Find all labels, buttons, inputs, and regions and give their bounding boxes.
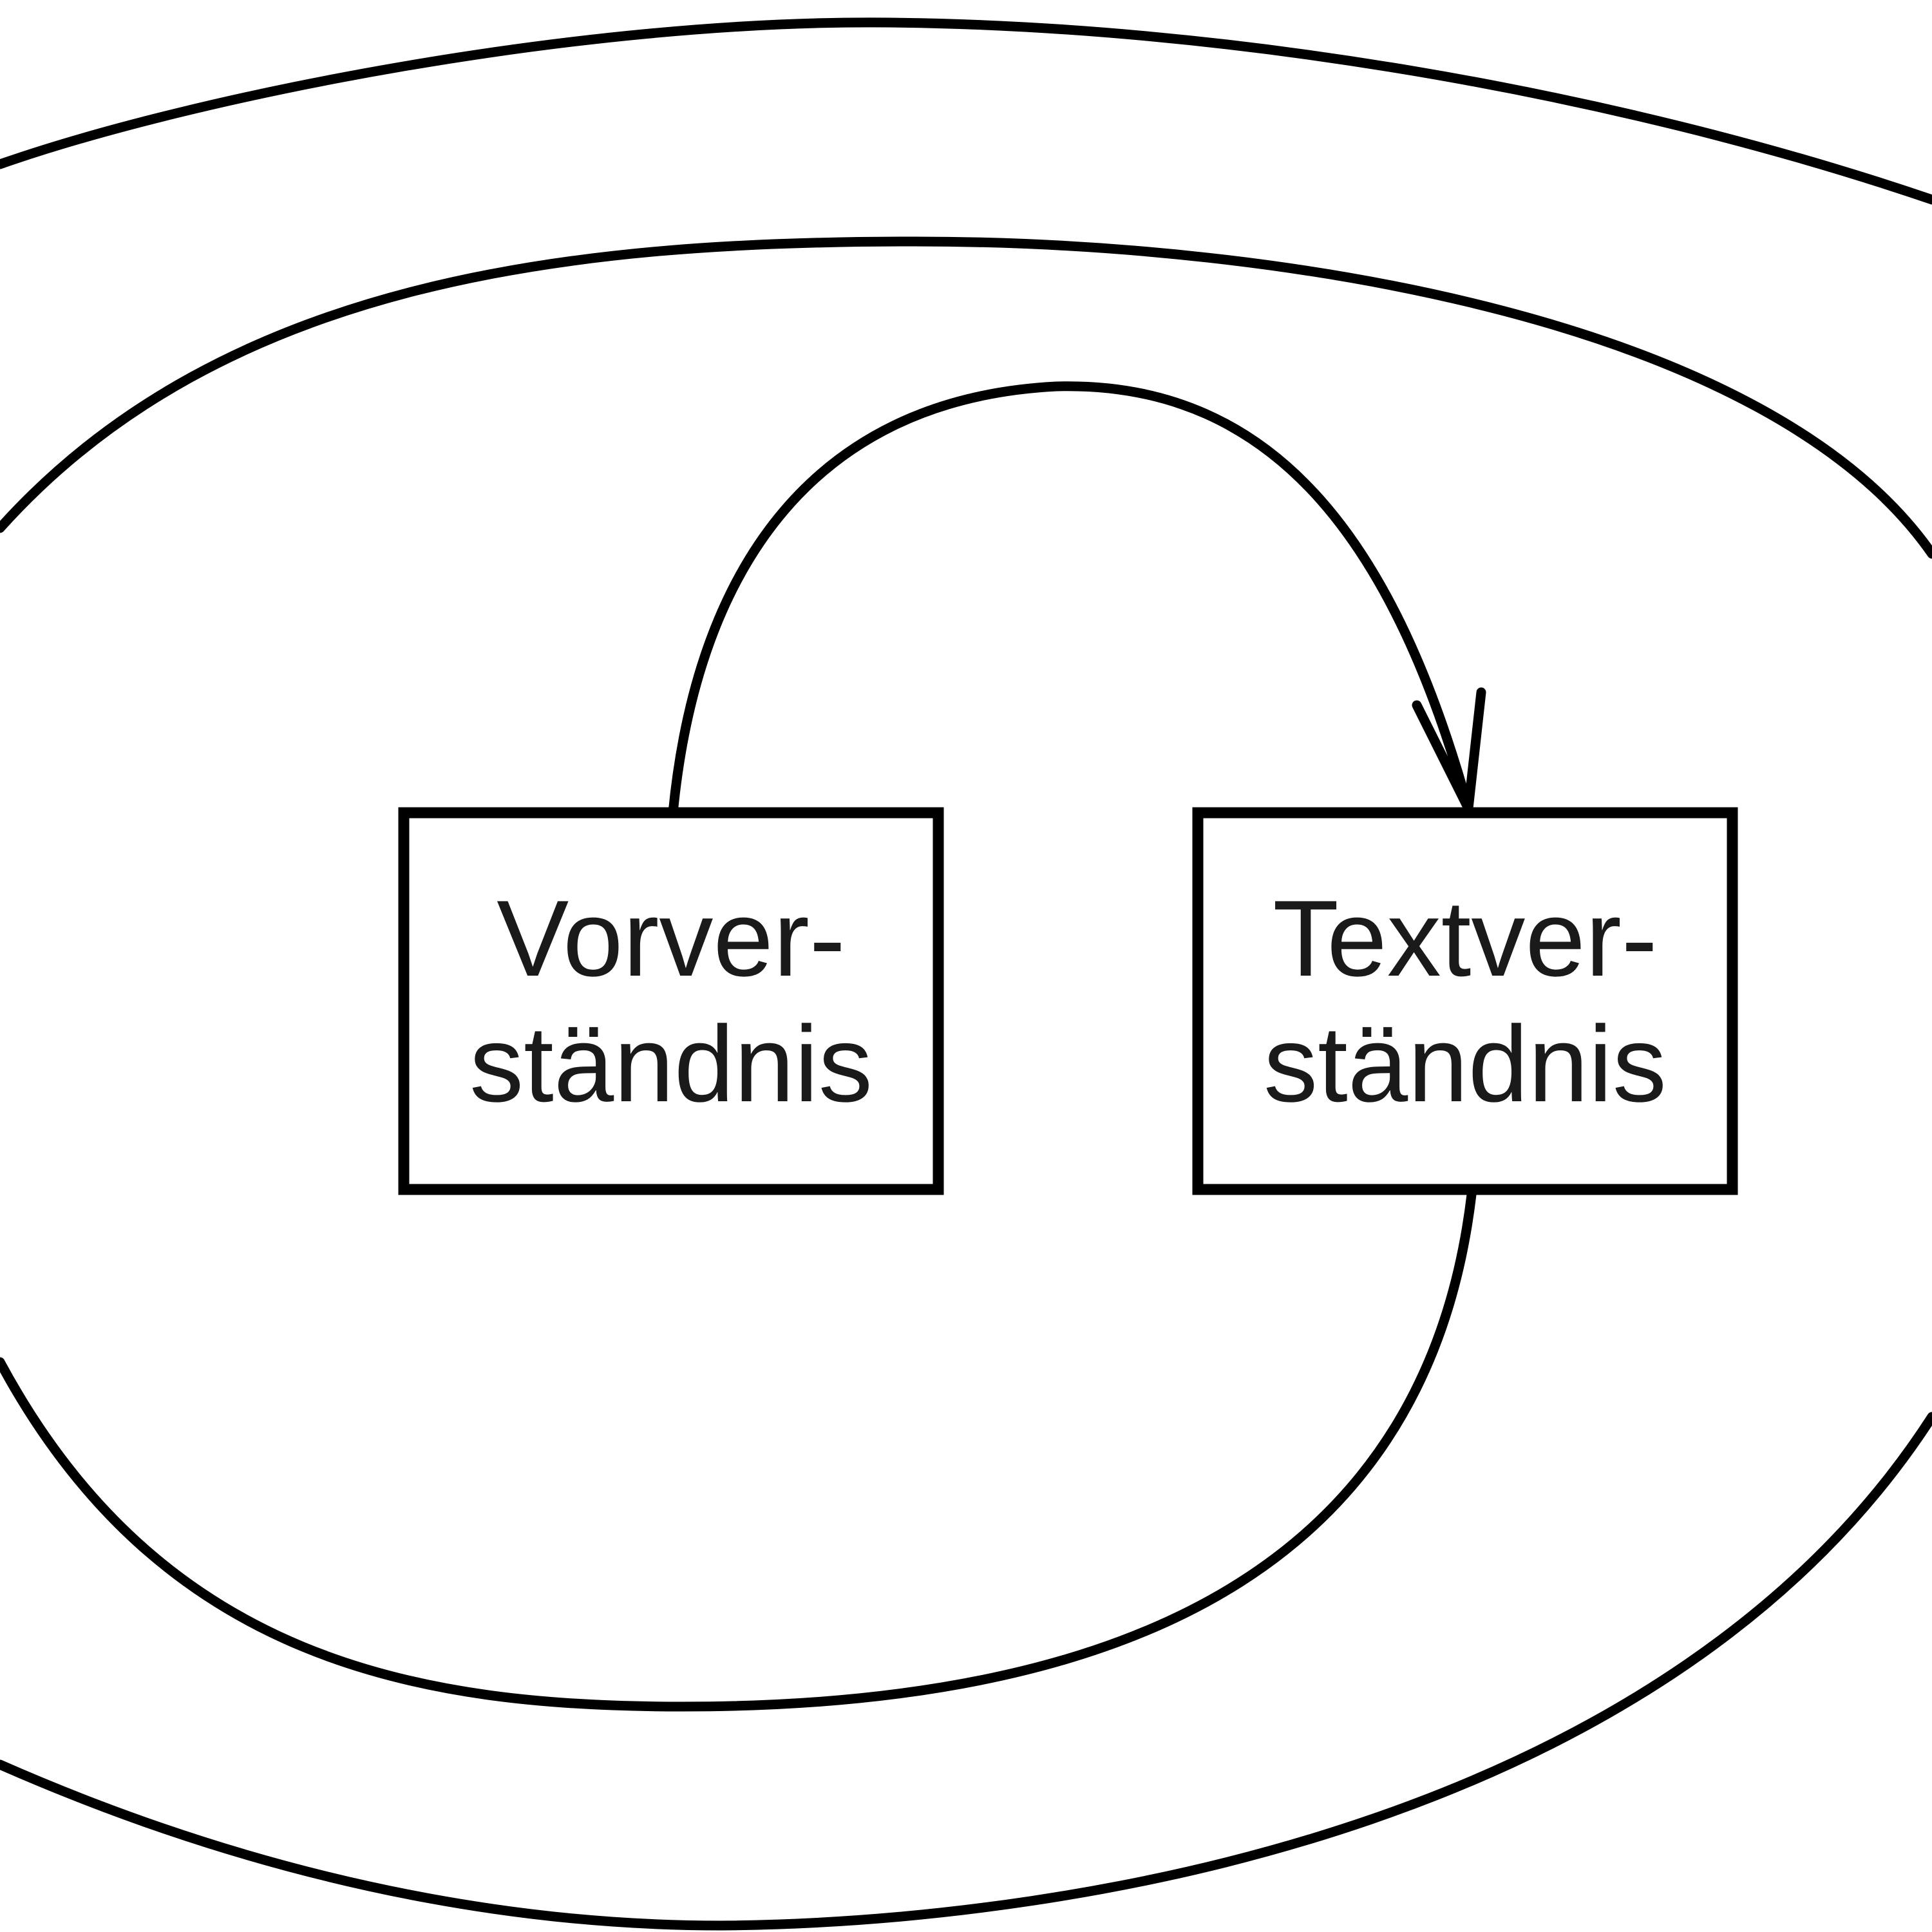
middle-loop-top xyxy=(0,236,1932,559)
outer-loop-bottom xyxy=(0,1412,1932,1931)
inner-arc-forward xyxy=(668,381,1473,818)
node-label-line2: ständnis xyxy=(1264,1003,1667,1124)
node-label-line2: ständnis xyxy=(469,1003,873,1124)
outer-loop-top xyxy=(0,17,1932,205)
node-textverstaendnis: Textver- ständnis xyxy=(1192,807,1738,1195)
node-vorverstaendnis: Vorver- ständnis xyxy=(398,807,944,1195)
node-box xyxy=(1192,807,1738,1195)
node-label-line1: Textver- xyxy=(1273,878,1657,999)
node-box xyxy=(398,807,944,1195)
middle-loop-bottom-return xyxy=(0,1189,1477,1712)
node-label-line1: Vorver- xyxy=(497,878,846,999)
